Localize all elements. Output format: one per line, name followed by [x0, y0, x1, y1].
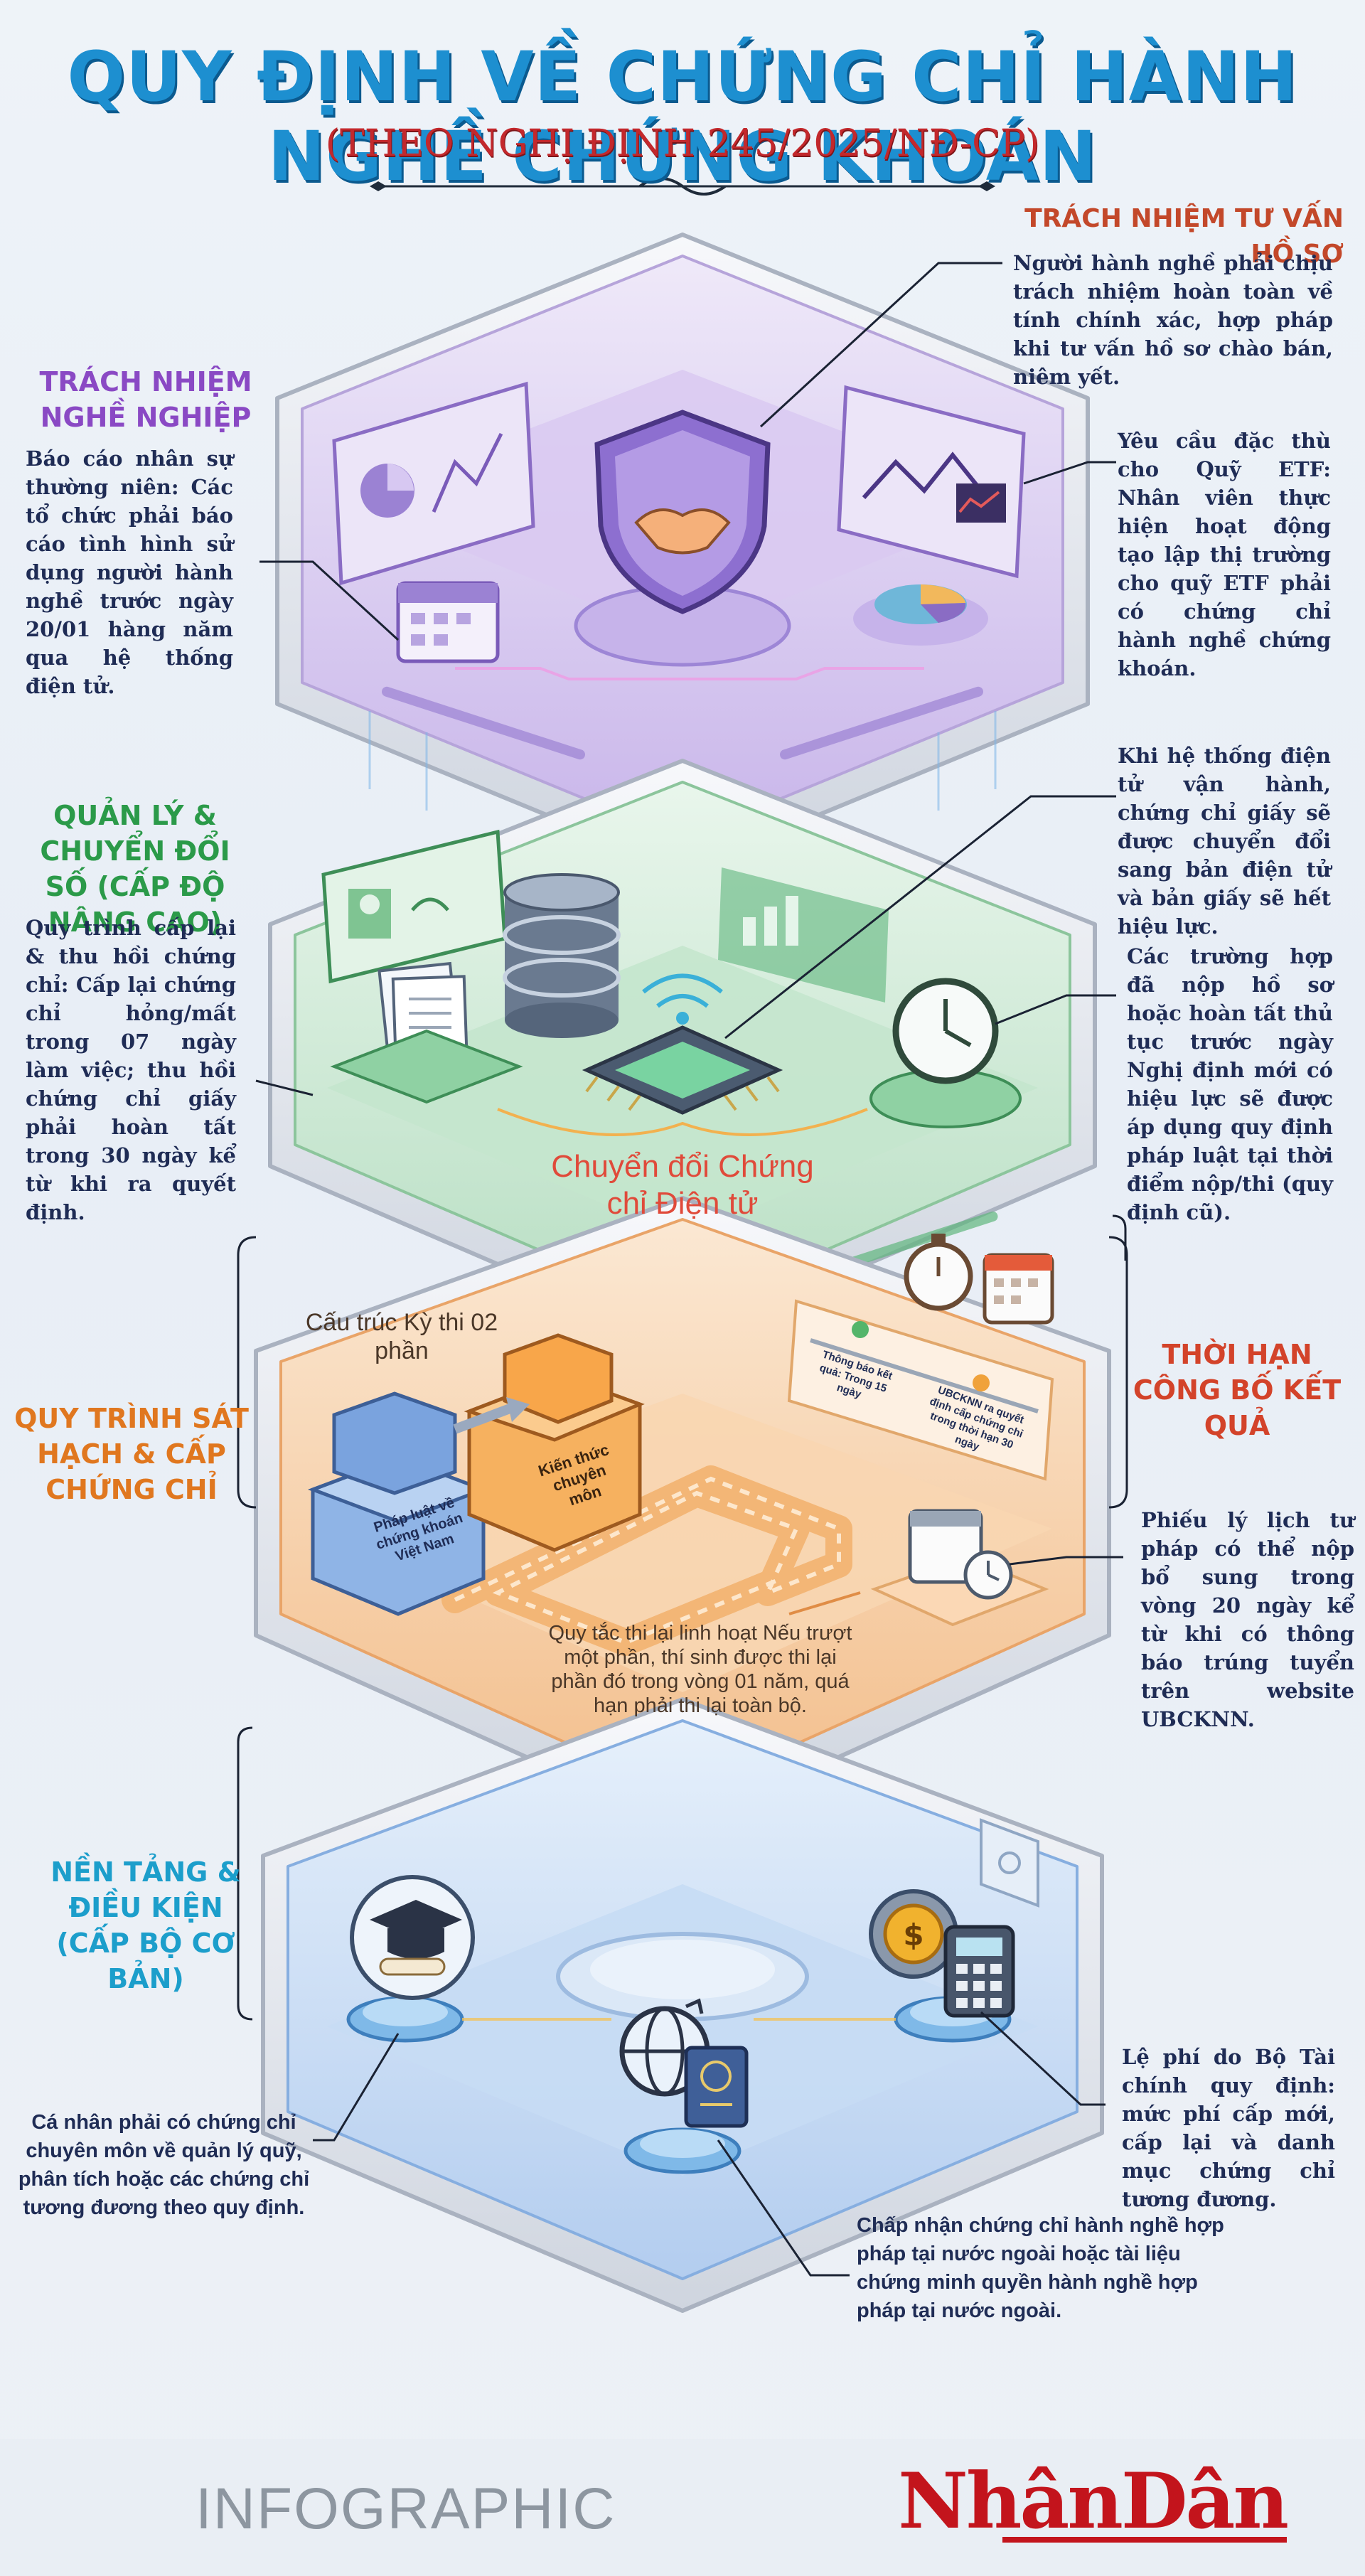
layer-2-platform — [268, 759, 1097, 1346]
page-title: QUY ĐỊNH VỀ CHỨNG CHỈ HÀNH NGHỀ CHỨNG KH… — [67, 37, 1298, 196]
text-dossier-advisory: Người hành nghề phải chịu trách nhiệm ho… — [1013, 251, 1333, 389]
clock-icon — [869, 978, 1022, 1128]
scene-label-e-certificate: Chuyển đổi Chứng chỉ Điện tử — [551, 1149, 814, 1221]
bar-chart-icon — [718, 867, 889, 1003]
text-professional-certificate: Cá nhân phải có chứng chỉ chuyên môn về … — [18, 2111, 310, 2219]
pedestal-center — [556, 1932, 809, 2021]
heading-foundation-conditions: NỀN TẢNG & ĐIỀU KIỆN (CẤP BỘ CƠ BẢN) — [50, 1856, 241, 1994]
text-etf-requirement: Yêu cầu đặc thù cho Quỹ ETF: Nhân viên t… — [1118, 429, 1331, 680]
pedestal-left — [346, 1996, 464, 2043]
stopwatch-icon — [904, 1234, 973, 1311]
pie-chart-icon — [332, 381, 535, 586]
line-chart-icon — [837, 385, 1026, 579]
id-card-icon — [321, 829, 507, 984]
footer-band — [0, 2439, 1365, 2576]
text-transition-rules: Các trường hợp đã nộp hồ sơ hoặc hoàn tấ… — [1127, 944, 1333, 1224]
donut-chart-icon — [853, 584, 988, 646]
footer-infographic-label: INFOGRAPHIC — [196, 2476, 616, 2541]
heading-digital-management: QUẢN LÝ & CHUYỂN ĐỔI SỐ (CẤP ĐỘ NÂNG CAO… — [40, 800, 230, 938]
layer-3-platform — [254, 1196, 1111, 1829]
heading-dossier-advisory: TRÁCH NHIỆM TƯ VẤN HỒ SƠ — [1024, 204, 1344, 269]
pedestal-bottom — [623, 2127, 742, 2174]
coin-gear-icon: $ — [869, 1889, 958, 1979]
brand-underline — [1002, 2537, 1287, 2543]
chip-icon — [582, 1025, 783, 1115]
graduation-cap-icon — [350, 1875, 475, 2000]
text-criminal-record: Phiếu lý lịch tư pháp có thể nộp bổ sung… — [1141, 1508, 1354, 1731]
timeline-card — [787, 1299, 1054, 1481]
law-box-icon — [307, 1391, 489, 1616]
wifi-icon — [642, 973, 723, 1025]
certificate-icon — [980, 1818, 1039, 1908]
calendar-icon — [396, 581, 500, 663]
svg-text:$: $ — [903, 1918, 924, 1952]
connector-beams — [368, 711, 997, 811]
page-subtitle: (THEO NGHỊ ĐỊNH 245/2025/NĐ-CP) — [325, 122, 1040, 165]
text-foreign-certificate: Chấp nhận chứng chỉ hành nghề hợp pháp t… — [857, 2214, 1224, 2322]
pedestal-left — [330, 1029, 523, 1104]
calendar-icon — [983, 1253, 1054, 1325]
passport-icon — [684, 2046, 749, 2128]
calendar-clock-icon — [870, 1509, 1049, 1627]
side-brackets — [237, 1214, 1128, 2021]
subtitle-ornament — [370, 177, 995, 196]
heading-professional-responsibility: TRÁCH NHIỆM NGHỀ NGHIỆP — [39, 366, 252, 433]
text-annual-report: Báo cáo nhân sự thường niên: Các tổ chức… — [26, 447, 233, 698]
text-fee-regulation: Lệ phí do Bộ Tài chính quy định: mức phí… — [1122, 2045, 1335, 2211]
shield-handshake-icon — [574, 410, 791, 667]
heading-result-deadline: THỜI HẠN CÔNG BỐ KẾT QUẢ — [1133, 1339, 1342, 1441]
text-electronic-conversion: Khi hệ thống điện tử vận hành, chứng chỉ… — [1118, 744, 1331, 939]
database-icon — [503, 873, 621, 1038]
leader-lines — [255, 262, 1123, 2277]
scene-retake-rule: Quy tắc thi lại linh hoạt Nếu trượt một … — [548, 1622, 852, 1717]
scene-exam-structure: Cấu trúc Kỳ thi 02 phần — [305, 1309, 498, 1364]
calculator-icon — [943, 1925, 1015, 2018]
brand-logo: NhânDân — [898, 2457, 1289, 2546]
layer-1-platform — [275, 233, 1090, 873]
text-reissue-revoke: Quy trình cấp lại & thu hồi chứng chỉ: C… — [26, 916, 236, 1224]
heading-exam-process: QUY TRÌNH SÁT HẠCH & CẤP CHỨNG CHỈ — [14, 1403, 249, 1505]
layer-4-platform: $ — [261, 1697, 1104, 2313]
